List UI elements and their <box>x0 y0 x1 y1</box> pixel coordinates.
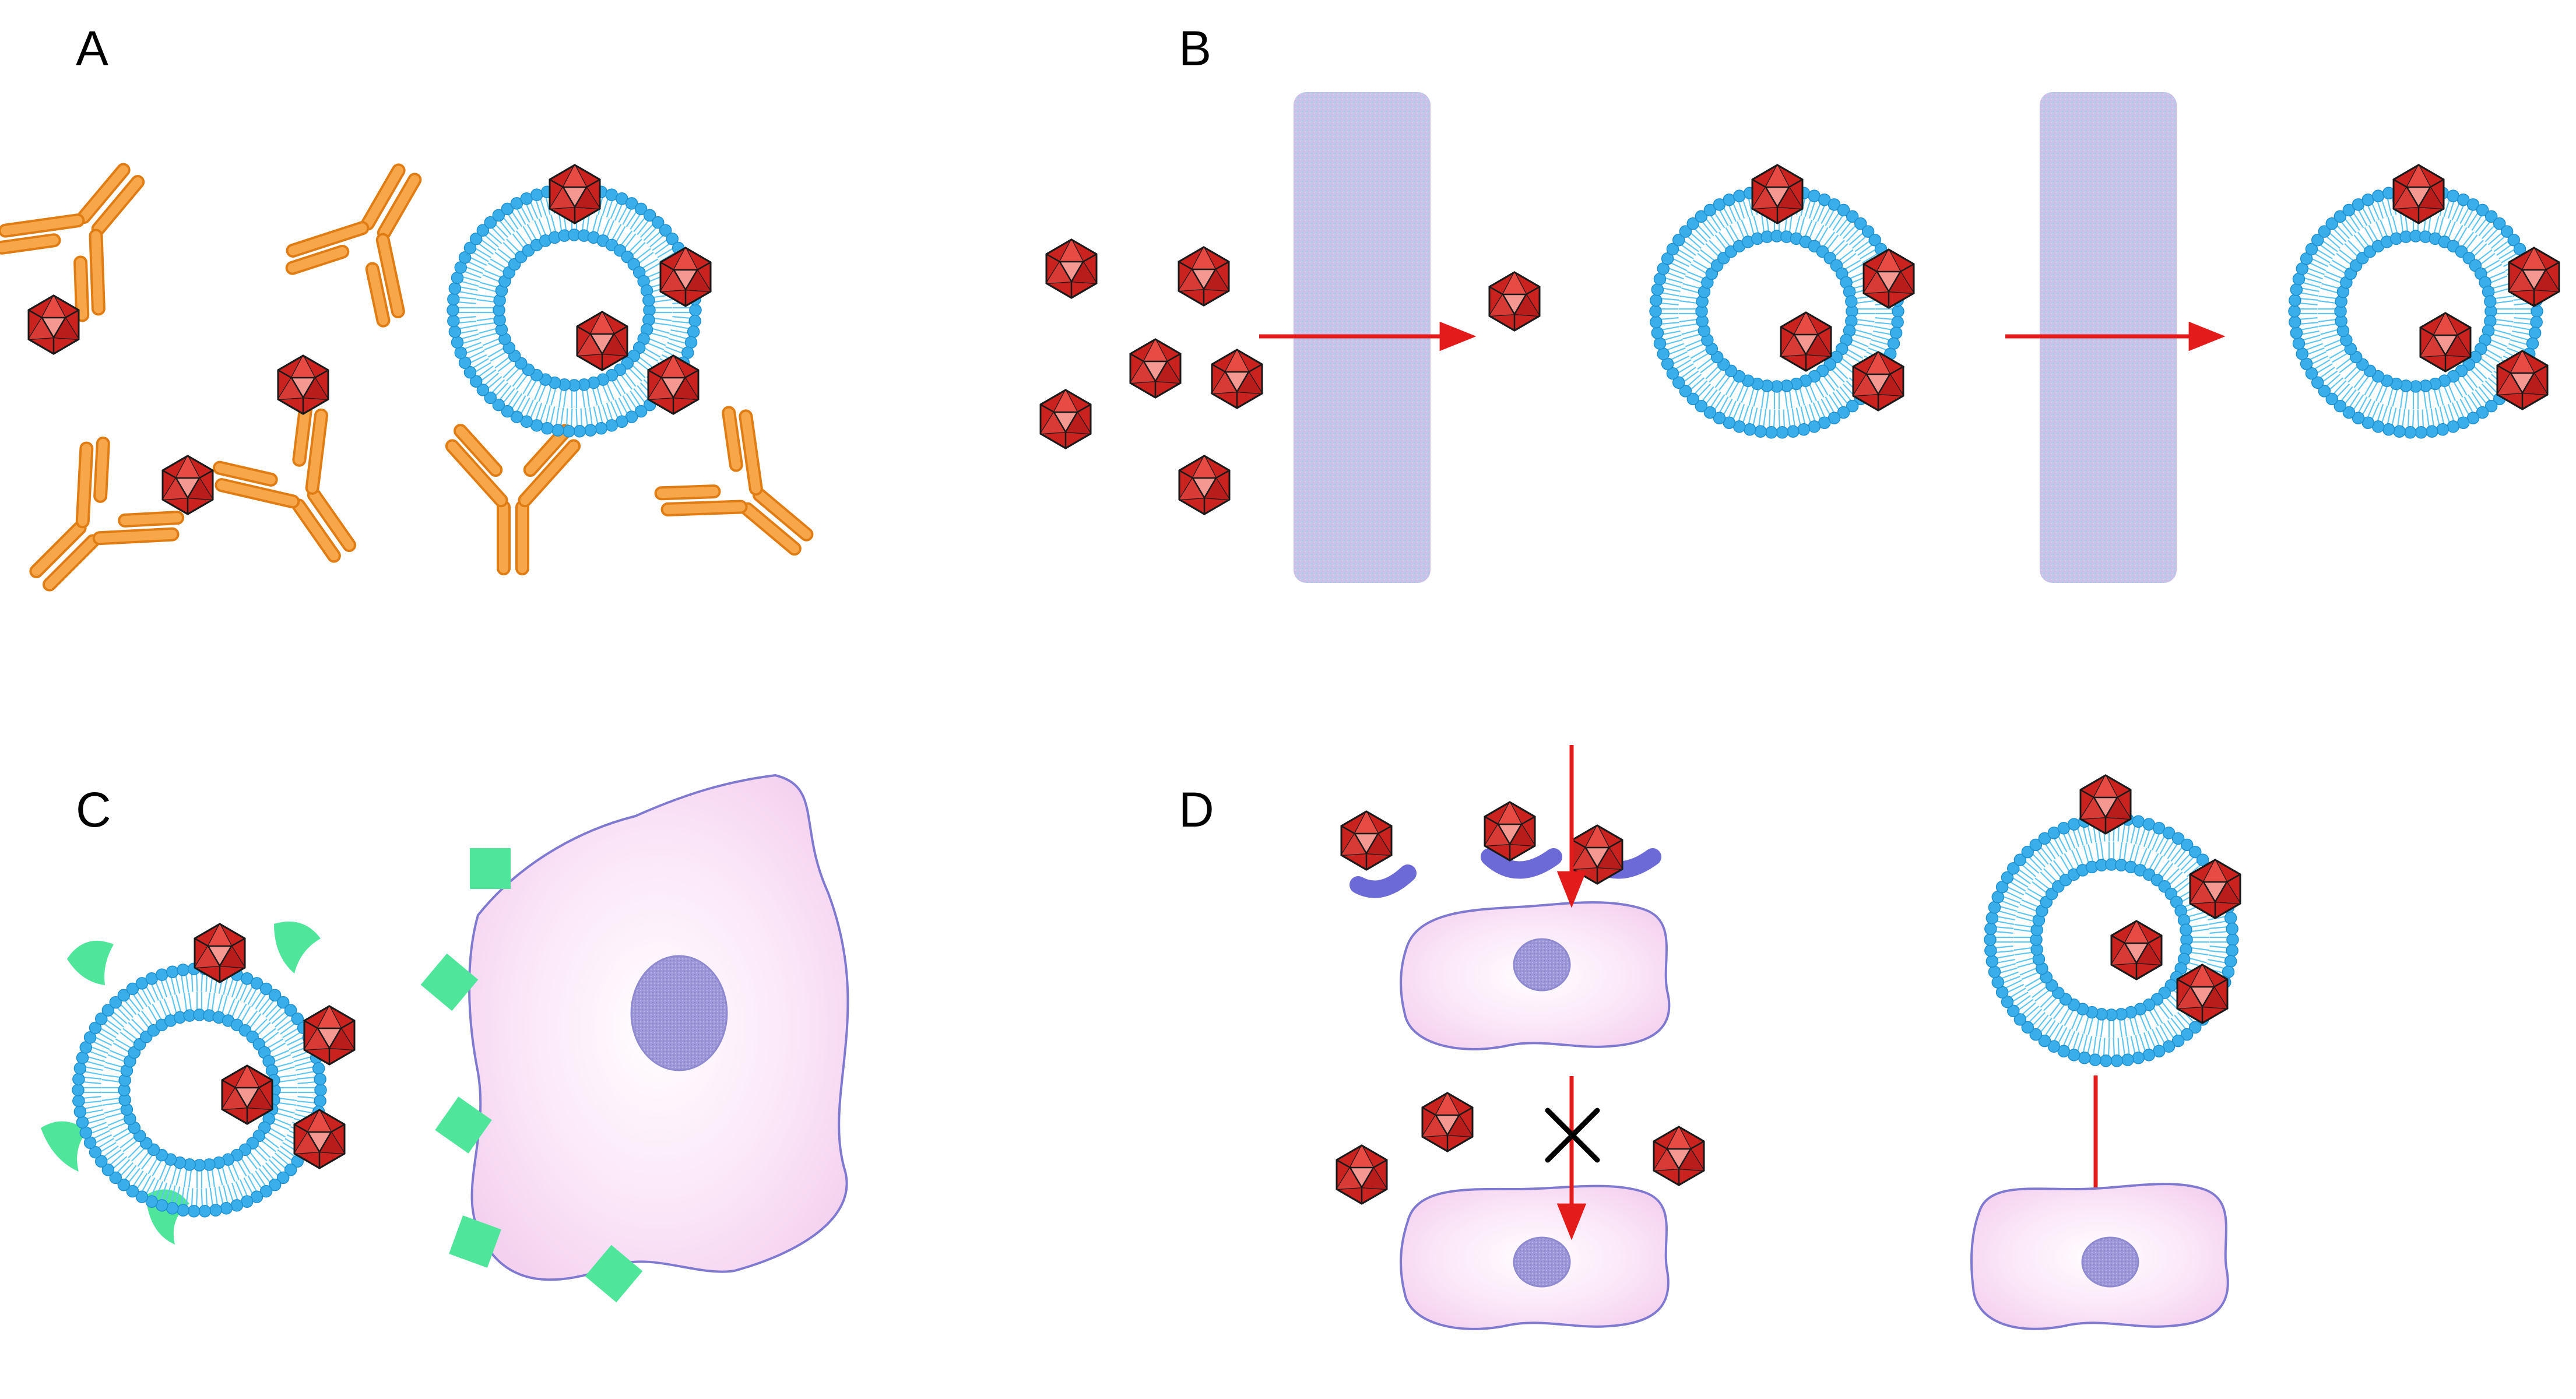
antibody <box>269 132 474 339</box>
nucleus <box>1513 1236 1571 1288</box>
nucleus <box>2081 1236 2139 1288</box>
receptor <box>420 848 643 1303</box>
antibody <box>0 123 192 336</box>
nucleus <box>1513 938 1571 992</box>
panel-label-b: B <box>1179 21 1211 76</box>
virus-particle <box>1336 1144 1388 1205</box>
panel-d <box>1336 745 2241 1330</box>
virus-particle <box>277 354 329 415</box>
nucleus <box>630 955 728 1071</box>
antibody <box>641 391 853 603</box>
virus-particle <box>1178 246 1230 307</box>
panel-label-d: D <box>1179 782 1214 837</box>
virus-particle <box>2508 247 2560 307</box>
receptor <box>1481 848 1562 879</box>
virus-particle <box>161 455 214 515</box>
virus-particle <box>2176 964 2229 1024</box>
virus-particle <box>1780 311 1832 372</box>
panel-b <box>1039 92 2560 583</box>
virus-particle <box>576 311 628 371</box>
virus-particle <box>1751 164 1804 224</box>
antibody <box>439 421 587 575</box>
virus-particle <box>2110 920 2163 980</box>
virus-particle <box>549 164 601 224</box>
block-mark <box>1545 1108 1600 1163</box>
panel-label-c: C <box>76 782 111 837</box>
virus-particle <box>1340 810 1393 871</box>
virus-particle <box>1211 349 1263 409</box>
virus-particle <box>1653 1126 1705 1186</box>
virus-particle <box>27 294 80 355</box>
liposome <box>1984 812 2239 1067</box>
virus-particle <box>1045 238 1098 299</box>
virus-particle <box>1488 271 1541 332</box>
antibody <box>197 388 406 599</box>
panel-label-a: A <box>76 21 108 76</box>
virus-particle <box>1129 338 1182 399</box>
antibody <box>0 423 198 633</box>
virus-particle <box>1039 389 1092 449</box>
liposome <box>72 962 327 1218</box>
virus-particle <box>1178 455 1231 515</box>
panel-c <box>41 774 849 1303</box>
panel-a <box>0 123 853 634</box>
virus-particle <box>1421 1092 1474 1152</box>
receptor <box>1349 864 1417 898</box>
